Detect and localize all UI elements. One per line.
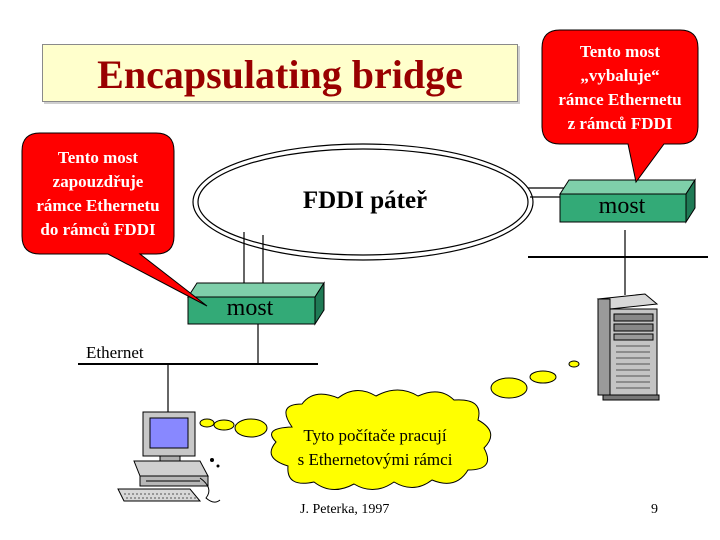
left-ethernet-segment bbox=[78, 324, 318, 412]
callout-right-line: z rámců FDDI bbox=[567, 114, 673, 133]
cloud-line: s Ethernetovými rámci bbox=[297, 450, 453, 469]
fddi-backbone-label: FDDI páteř bbox=[302, 187, 428, 214]
right-ethernet-segment bbox=[528, 230, 708, 295]
fddi-ring bbox=[192, 143, 534, 261]
title-box: Encapsulating bridge bbox=[42, 44, 518, 102]
tower-server-icon bbox=[596, 293, 660, 401]
left-bridge-label: most bbox=[226, 295, 274, 321]
callout-right bbox=[541, 29, 699, 184]
left-bridge bbox=[187, 281, 325, 326]
callout-left-line: Tento most bbox=[57, 148, 139, 167]
cloud bbox=[270, 389, 492, 490]
cloud-text: Tyto počítače pracují s Ethernetovými rá… bbox=[275, 424, 475, 472]
page-number: 9 bbox=[651, 502, 658, 517]
cloud-line: Tyto počítače pracují bbox=[303, 426, 447, 445]
footer-author: J. Peterka, 1997 bbox=[300, 502, 390, 517]
callout-right-line: Tento most bbox=[579, 42, 661, 61]
callout-left-text: Tento most zapouzdřuje rámce Ethernetu d… bbox=[22, 146, 174, 242]
right-bridge bbox=[559, 178, 696, 224]
desktop-computer-icon bbox=[117, 411, 221, 503]
callout-left bbox=[21, 132, 208, 307]
callout-left-line: do rámců FDDI bbox=[40, 220, 156, 239]
callout-right-line: rámce Ethernetu bbox=[558, 90, 682, 109]
callout-left-line: rámce Ethernetu bbox=[36, 196, 160, 215]
ethernet-label: Ethernet bbox=[86, 343, 144, 362]
right-bridge-label: most bbox=[598, 193, 646, 219]
callout-right-line: „vybaluje“ bbox=[580, 66, 660, 85]
thought-bubbles bbox=[199, 360, 580, 438]
callout-left-line: zapouzdřuje bbox=[52, 172, 144, 191]
page-title: Encapsulating bridge bbox=[97, 52, 463, 97]
left-bridge-ring-link bbox=[243, 232, 264, 288]
callout-right-text: Tento most „vybaluje“ rámce Ethernetu z … bbox=[542, 40, 698, 136]
